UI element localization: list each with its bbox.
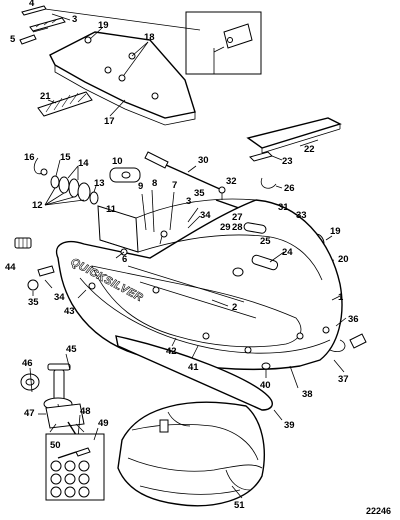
- floorboard-assembly: [19, 5, 262, 126]
- callout-16: 16: [24, 152, 35, 163]
- callout-37: 37: [338, 374, 349, 385]
- callout-28: 28: [232, 222, 243, 233]
- callout-labels: 4 3 5 19 18 21 17 16 15 14 13 12 10 30 2…: [5, 0, 359, 511]
- callout-35: 35: [28, 297, 39, 308]
- callout-39: 39: [284, 420, 295, 431]
- callout-49: 49: [98, 418, 109, 429]
- callout-32: 32: [226, 176, 237, 187]
- repair-kit: [45, 427, 105, 501]
- callout-19-right: 19: [330, 226, 341, 237]
- small-parts-left: [14, 167, 141, 299]
- callout-11: 11: [106, 204, 117, 215]
- callout-31: 31: [278, 202, 289, 213]
- rail-strip-lower: [19, 34, 37, 45]
- floor-pad: [37, 91, 93, 117]
- tube-handle-front: [243, 222, 267, 234]
- callout-18: 18: [144, 32, 155, 43]
- callout-35-top: 35: [194, 188, 205, 199]
- callout-20: 20: [338, 254, 349, 265]
- callout-3-mid: 3: [186, 196, 191, 207]
- callout-48: 48: [80, 406, 91, 417]
- callout-24: 24: [282, 247, 293, 258]
- callout-14: 14: [78, 158, 89, 169]
- callout-29: 29: [220, 222, 231, 233]
- callout-9: 9: [138, 181, 143, 192]
- callout-34: 34: [54, 292, 65, 303]
- callout-27: 27: [232, 212, 243, 223]
- callout-15: 15: [60, 152, 71, 163]
- callout-30: 30: [198, 155, 209, 166]
- callout-44: 44: [5, 262, 16, 273]
- callout-1: 1: [338, 292, 344, 303]
- callout-7: 7: [172, 180, 177, 191]
- callout-47: 47: [24, 408, 35, 419]
- callout-50: 50: [50, 440, 61, 451]
- callout-40: 40: [260, 380, 271, 391]
- seat-plate: [249, 151, 273, 162]
- rail-strip: [29, 17, 66, 32]
- inflatable-boat: QUICKSILVER: [55, 189, 367, 389]
- callout-41: 41: [188, 362, 199, 373]
- callout-8: 8: [152, 178, 157, 189]
- detail-inset: [185, 11, 262, 75]
- callout-23: 23: [282, 156, 293, 167]
- keel-strip: [115, 335, 283, 421]
- callout-21: 21: [40, 91, 51, 102]
- callout-13: 13: [94, 178, 105, 189]
- boat-tube: [55, 199, 343, 371]
- valve-hardware: [33, 157, 99, 206]
- callout-25: 25: [260, 236, 271, 247]
- callout-2: 2: [232, 302, 237, 313]
- callout-42: 42: [166, 346, 177, 357]
- tube-handle: [251, 254, 279, 271]
- callout-45: 45: [66, 344, 77, 355]
- callout-46: 46: [22, 358, 33, 369]
- callout-22: 22: [304, 144, 315, 155]
- callout-4: 4: [29, 0, 35, 9]
- callout-17: 17: [104, 116, 115, 127]
- oar-blade: [144, 151, 169, 169]
- callout-6: 6: [122, 254, 127, 265]
- figure-id: 22246: [366, 506, 391, 516]
- callout-51: 51: [234, 500, 245, 511]
- callout-38: 38: [302, 389, 313, 400]
- callout-36: 36: [348, 314, 359, 325]
- transom: [97, 205, 139, 253]
- callout-10: 10: [112, 156, 123, 167]
- callout-19-top: 19: [98, 20, 109, 31]
- callout-12: 12: [32, 200, 43, 211]
- storage-bag: [117, 401, 265, 507]
- callout-5: 5: [10, 34, 16, 45]
- callout-43: 43: [64, 306, 75, 317]
- callout-33: 33: [296, 210, 307, 221]
- callout-3: 3: [72, 14, 77, 25]
- callout-34-top: 34: [200, 210, 211, 221]
- callout-26: 26: [284, 183, 295, 194]
